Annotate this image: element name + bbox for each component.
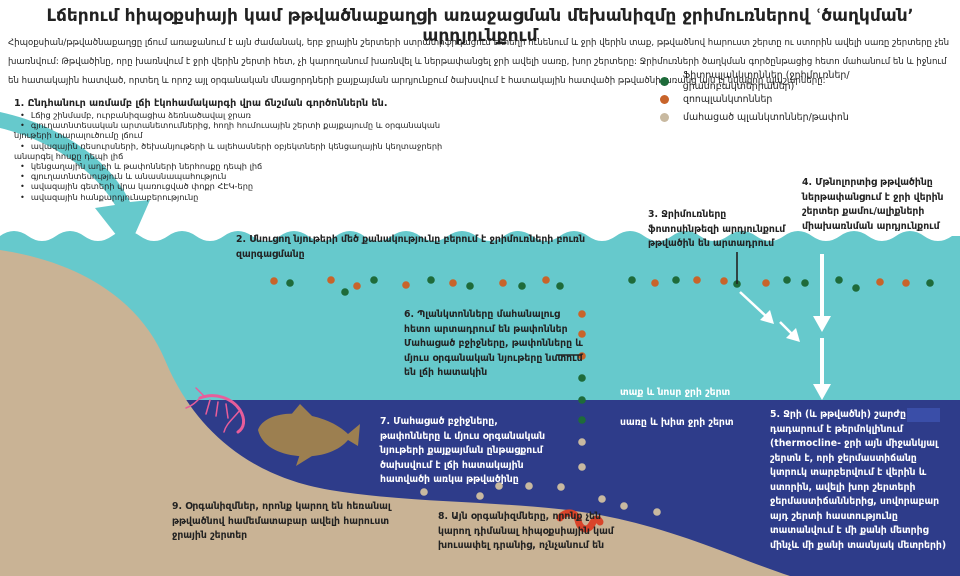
page-title: Լճերում հիպօքսիայի կամ թթվածնաքաղցի առաջ…: [46, 6, 914, 46]
phytoplankton-dot: [286, 279, 294, 287]
zooplankton-dot: [578, 330, 586, 338]
legend: Ֆիտոպլանկտոններ (ջրիմուռներ/ցիանոբակտերի…: [660, 70, 955, 126]
phytoplankton-dot: [672, 276, 680, 284]
lake-bed: [0, 250, 790, 576]
legend-item-phytoplankton: Ֆիտոպլանկտոններ (ջրիմուռներ/ցիանոբակտերի…: [660, 70, 955, 92]
step1-title: 1. Ընդհանուր առմամբ լճի էկոհամակարգի վրա…: [14, 98, 388, 109]
zooplankton-dot: [720, 277, 728, 285]
zooplankton-dot: [542, 276, 550, 284]
phytoplankton-dot: [518, 282, 526, 290]
zooplankton-dot: [762, 279, 770, 287]
zooplankton-legend-icon: [660, 94, 669, 104]
list-item: ավազային ռեսուրսների, ծեխանյութերի և ալե…: [14, 141, 474, 161]
label-step3: 3. Ջրիմուռները ֆոտոսինթեզի արդյունքում թ…: [648, 209, 786, 249]
legend-item-dead-plankton: մահացած պլանկտոններ/թափոն: [660, 108, 955, 126]
label-cold-layer: սառը և խիտ ջրի շերտ: [620, 417, 734, 428]
oxygen-arrows: [739, 254, 831, 400]
worm-figure: [556, 509, 604, 533]
phytoplankton-dot: [370, 276, 378, 284]
label-warm-layer: տաք և նոսր ջրի շերտ: [620, 387, 731, 398]
label-step7: 7. Մահացած բջիջները, թափոնները և մյուս օ…: [380, 416, 546, 485]
phytoplankton-dot: [801, 279, 809, 287]
phytoplankton-dot: [628, 276, 636, 284]
thermocline-marker: [907, 408, 940, 422]
intro-paragraph: Հիպօքսիան/թթվածնաքաղցը լճում առաջանում է…: [8, 38, 950, 86]
label-step2: 2. Սնուցող նյութերի մեծ քանակությունը բե…: [236, 234, 586, 260]
list-item: կենցաղային աղբի և թափոնների ներհոսքը դեպ…: [14, 161, 474, 171]
zooplankton-dot: [693, 276, 701, 284]
zooplankton-dot: [327, 276, 335, 284]
nutrient-inflow-arrow: [0, 112, 150, 250]
phytoplankton-dot: [341, 288, 349, 296]
zooplankton-dot: [902, 279, 910, 287]
step1-list: Լճից շինմամբ, ուրբանիզացիա ձեռնածավալ ջր…: [14, 110, 474, 202]
phytoplankton-dot: [926, 279, 934, 287]
dead-plankton-bottom: [420, 482, 661, 516]
list-item: ավազային հանքարդյունաբերությունը: [14, 192, 474, 202]
surface-water-layer: [0, 231, 960, 400]
zooplankton-dot: [353, 282, 361, 290]
phytoplankton-dot: [783, 276, 791, 284]
phytoplankton-dot: [578, 396, 586, 404]
label-step8: 8. Այն օրգանիզմները, որոնք չեն կարող դիմ…: [438, 511, 614, 551]
label-step6: 6. Պլանկտոնները մահանալուց հետո արտադրու…: [404, 309, 583, 378]
list-item: գյուղատնտեսական արտանետումներից, հողի հո…: [14, 120, 474, 140]
sinking-column: [578, 310, 586, 471]
fish-figure: [258, 404, 360, 466]
phytoplankton-dot: [466, 282, 474, 290]
zooplankton-dot: [402, 281, 410, 289]
zooplankton-dot: [449, 279, 457, 287]
zooplankton-dot: [876, 278, 884, 286]
dead-plankton-dot: [578, 463, 586, 471]
phytoplankton-dot: [835, 276, 843, 284]
phytoplankton-legend-icon: [660, 76, 669, 86]
list-item: գյուղատնտեսություն և անասնապահություն: [14, 171, 474, 181]
phytoplankton-dot: [427, 276, 435, 284]
list-item: ավազային գետերի վրա կառուցված փոքր ՀԷԿ-ե…: [14, 181, 474, 191]
label-step4: 4. Մթնոլորտից թթվածինը ներթափանցում է ջր…: [802, 177, 944, 232]
zooplankton-dot: [651, 279, 659, 287]
shrimp-figure: [185, 387, 246, 434]
legend-item-zooplankton: զոոպլանկտոններ: [660, 90, 955, 108]
zooplankton-dot: [499, 279, 507, 287]
dead-plankton-dot: [578, 438, 586, 446]
list-item: Լճից շինմամբ, ուրբանիզացիա ձեռնածավալ ջր…: [14, 110, 474, 120]
label-step9: 9. Օրգանիզմներ, որոնք կարող են հեռանալ թ…: [172, 501, 391, 541]
zooplankton-dot: [270, 277, 278, 285]
phytoplankton-dot: [578, 416, 586, 424]
zooplankton-dot: [578, 310, 586, 318]
zooplankton-dot: [578, 352, 586, 360]
phytoplankton-dot: [578, 374, 586, 382]
dead-plankton-legend-icon: [660, 112, 669, 122]
phytoplankton-dot: [852, 284, 860, 292]
phytoplankton-dot: [556, 282, 564, 290]
label-step5: 5. Ջրի (և թթվածնի) շարժը դադարում է թերմ…: [770, 409, 947, 551]
